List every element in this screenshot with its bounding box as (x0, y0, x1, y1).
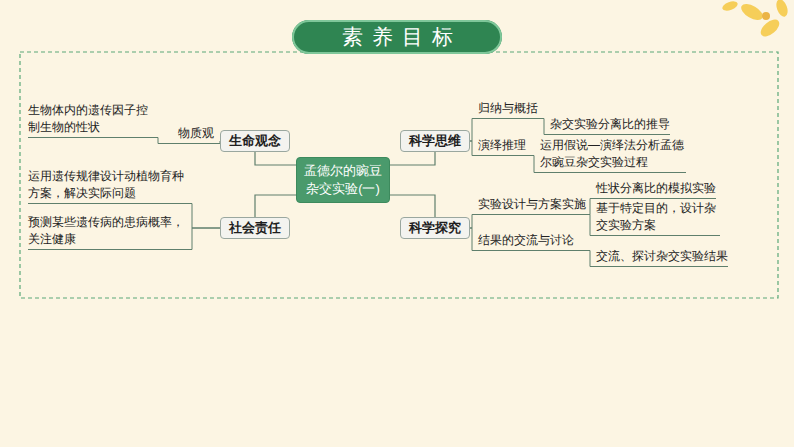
branch-label: 杂交实验分离比的推导 (550, 116, 670, 135)
category-box: 科学探究 (400, 217, 470, 239)
branch-label: 实验设计与方案实施 (478, 196, 586, 215)
branch-label: 运用遗传规律设计动植物育种方案，解决实际问题 (28, 168, 186, 204)
box-text: 孟德尔的豌豆杂交实验(一) (303, 162, 383, 198)
branch-label: 生物体内的遗传因子控制生物的性状 (28, 102, 152, 138)
category-box: 社会责任 (220, 217, 290, 239)
connector-line (390, 195, 435, 217)
branch-line (470, 228, 478, 251)
branch-label: 运用假说—演绎法分析孟德尔豌豆杂交实验过程 (540, 137, 686, 173)
dashed-frame (20, 52, 778, 298)
branch-label: 基于特定目的，设计杂交实验方案 (596, 200, 720, 236)
central-topic-box: 孟德尔的豌豆杂交实验(一) (296, 157, 390, 203)
branch-line (586, 215, 596, 236)
box-text: 生命观念 (229, 133, 281, 149)
flower-decoration (721, 0, 790, 40)
branch-label: 归纳与概括 (478, 100, 538, 119)
connector-line (390, 152, 435, 165)
box-text: 科学探究 (409, 220, 461, 236)
branch-label: 交流、探讨杂交实验结果 (596, 248, 728, 267)
branch-label: 预测某些遗传病的患病概率，关注健康 (28, 214, 186, 250)
box-text: 社会责任 (229, 220, 281, 236)
branch-line (574, 251, 596, 267)
title-text: 素养目标 (333, 25, 462, 49)
branch-line (186, 204, 220, 229)
branch-line (470, 141, 478, 156)
branch-line (186, 228, 220, 250)
title-pill: 素养目标 (292, 20, 502, 54)
branch-line (526, 156, 540, 173)
branch-label: 演绎推理 (478, 137, 526, 156)
branch-label: 物质观 (178, 125, 214, 144)
branch-line (586, 199, 596, 215)
connector-line (255, 195, 296, 217)
category-box: 生命观念 (220, 130, 290, 152)
branch-line (470, 119, 478, 142)
box-text: 科学思维 (409, 133, 461, 149)
branch-line (538, 119, 550, 135)
connector-line (255, 152, 296, 165)
category-box: 科学思维 (400, 130, 470, 152)
branch-line (470, 215, 478, 229)
branch-line (152, 138, 178, 144)
branch-label: 性状分离比的模拟实验 (596, 180, 716, 199)
branch-label: 结果的交流与讨论 (478, 232, 574, 251)
